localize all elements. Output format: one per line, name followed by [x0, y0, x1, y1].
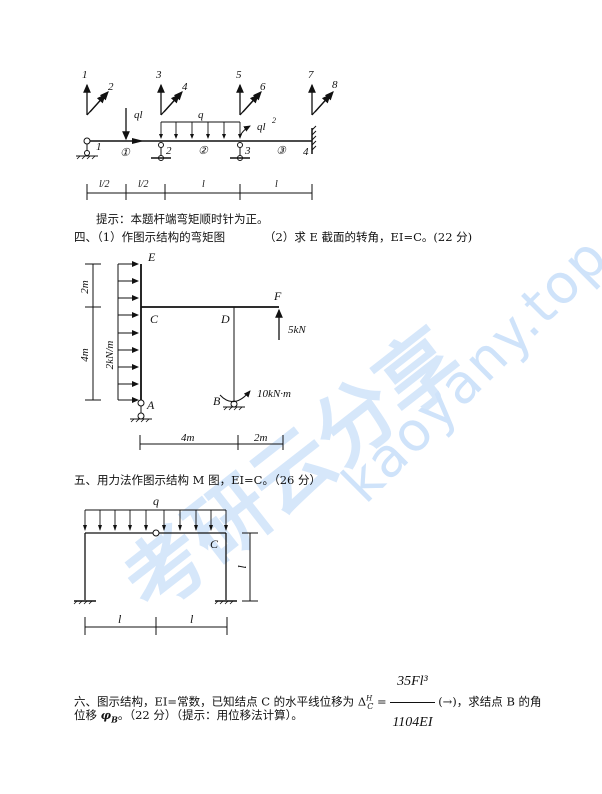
equals-sign: = — [377, 694, 387, 709]
node-label-2: 2 — [166, 145, 172, 157]
moment-load-exponent: 2 — [272, 116, 276, 125]
element-label-2: ② — [198, 145, 209, 157]
moment-load-label: ql — [257, 121, 266, 133]
displacement-fraction: 35Fl³ 1104EI — [390, 662, 435, 743]
delta-superscript: H — [366, 694, 373, 703]
watermark-url: kaoyany.top — [330, 224, 602, 515]
hdim-label-2m: 2m — [254, 432, 268, 444]
span-label-2: l — [190, 612, 194, 626]
point-label-C: C — [150, 312, 159, 326]
dof-label-2: 2 — [108, 81, 114, 93]
point-label-B: B — [213, 394, 221, 408]
point-label-A: A — [146, 398, 155, 412]
problem6-line2-end: 。（22 分）（提示：用位移法计算）。 — [117, 708, 303, 722]
dim-label-1: l/2 — [99, 179, 110, 190]
point-load-label: ql — [134, 109, 143, 121]
problem6-line2: 位移 φB。（22 分）（提示：用位移法计算）。 — [74, 708, 303, 726]
dim-label-4: l — [275, 179, 278, 190]
problem6-line1-end: (→)，求结点 B 的角 — [438, 694, 542, 709]
problem5-frame-diagram: q C l l l — [73, 494, 258, 635]
moment-label: 10kN·m — [257, 388, 291, 400]
distributed-load-label: q — [198, 109, 204, 121]
dof-label-8: 8 — [332, 79, 338, 91]
phi-subscript: B — [111, 714, 118, 725]
hdim-label-4m: 4m — [181, 432, 195, 444]
problem3-beam-diagram: 1 2 3 4 5 6 7 8 1 2 3 4 ① ② ③ ql q ql 2 … — [76, 69, 338, 200]
node-label-1: 1 — [96, 141, 102, 153]
dof-label-3: 3 — [155, 69, 162, 81]
point-label-E: E — [147, 250, 156, 264]
problem5-title: 五、用力法作图示结构 M 图，EI=C。（26 分） — [74, 473, 321, 487]
dist-load-label: 2kN/m — [104, 341, 116, 370]
problem4-title-part2: （2）求 E 截面的转角，EI=C。(22 分) — [264, 230, 473, 244]
element-label-1: ① — [120, 147, 131, 159]
dim-label-2: l/2 — [138, 179, 149, 190]
problem6-line1-text: 六、图示结构，EI=常数，已知结点 C 的水平线位移为 Δ — [74, 694, 367, 709]
problem4-frame-diagram: 2m 4m 2kN/m 10kN·m 5kN E C D F A B 4m 2m — [79, 250, 306, 450]
fraction-denominator: 1104EI — [392, 715, 433, 730]
problem4-title-part1: 四、（1）作图示结构的弯矩图 — [74, 230, 226, 244]
point-label-D: D — [220, 312, 230, 326]
force-label: 5kN — [288, 324, 306, 336]
problem3-hint: 提示：本题杆端弯矩顺时针为正。 — [96, 212, 269, 226]
dof-label-5: 5 — [236, 69, 242, 81]
dof-label-7: 7 — [308, 69, 314, 81]
problem6-line2-text: 位移 — [74, 708, 97, 722]
node-label-4: 4 — [303, 146, 309, 158]
height-label: l — [235, 565, 249, 569]
problem6-line1: 六、图示结构，EI=常数，已知结点 C 的水平线位移为 ΔHC = 35Fl³ … — [74, 662, 542, 743]
point-label-C: C — [210, 537, 219, 551]
point-label-F: F — [273, 289, 282, 303]
fraction-numerator: 35Fl³ — [390, 662, 435, 703]
dim-label-3: l — [202, 179, 205, 190]
vdim-label-2m: 2m — [79, 280, 91, 294]
element-label-3: ③ — [276, 145, 287, 157]
delta-subscript: C — [367, 701, 374, 711]
dof-label-1: 1 — [82, 69, 88, 81]
dof-label-6: 6 — [260, 81, 266, 93]
span-label-1: l — [118, 612, 122, 626]
node-label-3: 3 — [244, 145, 251, 157]
load-label-q: q — [153, 494, 159, 508]
dof-label-4: 4 — [182, 81, 188, 93]
vdim-label-4m: 4m — [79, 348, 91, 362]
phi-symbol: φ — [100, 708, 112, 722]
